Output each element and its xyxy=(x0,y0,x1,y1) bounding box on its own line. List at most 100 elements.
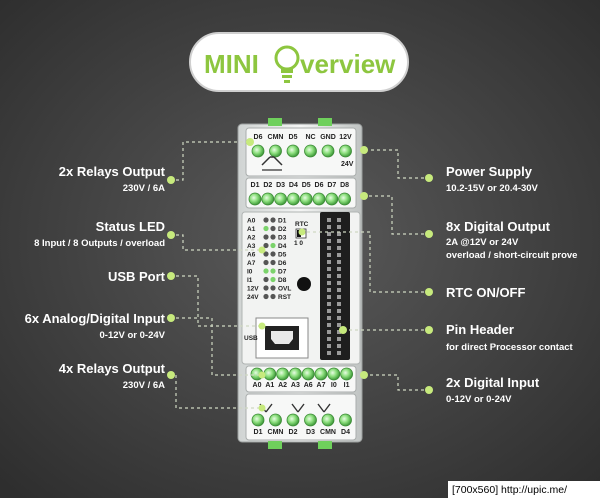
led-right-label: D8 xyxy=(278,277,287,284)
input-terminal-screw[interactable] xyxy=(263,367,277,381)
pin xyxy=(327,267,331,271)
output-terminal-label: D5 xyxy=(302,182,311,189)
pin xyxy=(327,274,331,278)
callout-power-title: Power Supply xyxy=(446,164,533,179)
status-led xyxy=(263,242,269,249)
input-terminal-screw[interactable] xyxy=(276,367,290,381)
led-left-label: A7 xyxy=(247,260,256,267)
bottom-terminal-screw[interactable] xyxy=(339,413,352,427)
pin xyxy=(327,218,331,222)
leader-usb xyxy=(170,275,262,327)
bottom-terminal-screw[interactable] xyxy=(251,413,265,427)
led-left-label: 24V xyxy=(247,294,259,301)
status-led xyxy=(270,242,276,249)
pin xyxy=(337,288,341,292)
leader-rtc xyxy=(302,231,430,293)
callout-usb-title: USB Port xyxy=(108,269,166,284)
callout-rtc-title: RTC ON/OFF xyxy=(446,285,525,300)
output-terminal-screw[interactable] xyxy=(286,192,300,206)
led-right-label: D1 xyxy=(278,218,287,225)
input-terminal-label: A0 xyxy=(253,382,262,389)
bottom-terminal-screw[interactable] xyxy=(304,413,317,427)
output-terminal-screw[interactable] xyxy=(248,192,262,206)
status-led xyxy=(270,293,276,300)
callout-power-sub: 10.2-15V or 20.4-30V xyxy=(446,183,539,194)
output-terminal-screw[interactable] xyxy=(299,192,313,206)
bottom-terminal-screw[interactable] xyxy=(269,413,282,427)
bottom-terminal-screw[interactable] xyxy=(321,413,335,427)
pin-header xyxy=(320,212,350,360)
callout-relays-bottom-title: 4x Relays Output xyxy=(59,361,166,376)
pin xyxy=(337,330,341,334)
bottom-terminal-label: CMN xyxy=(268,429,284,436)
top-terminal-screw[interactable] xyxy=(321,144,335,158)
led-right-label: OVL xyxy=(278,286,291,293)
bottom-terminal-screw[interactable] xyxy=(286,413,300,427)
rtc-position-label: 1 0 xyxy=(294,240,303,247)
pin xyxy=(327,253,331,257)
pin xyxy=(337,316,341,320)
top-terminal-screw[interactable] xyxy=(339,144,352,158)
led-right-label: D5 xyxy=(278,252,287,259)
pin xyxy=(327,246,331,250)
output-terminal-screw[interactable] xyxy=(312,192,326,206)
top-terminal-label: CMN xyxy=(268,134,284,141)
pin xyxy=(337,225,341,229)
pin xyxy=(337,344,341,348)
output-terminal-label: D3 xyxy=(276,182,285,189)
pin xyxy=(337,302,341,306)
output-terminal-screw[interactable] xyxy=(274,192,288,206)
status-led xyxy=(270,259,276,266)
pin xyxy=(337,323,341,327)
input-terminal-screw[interactable] xyxy=(288,367,302,381)
pin xyxy=(327,316,331,320)
leader-digital-output xyxy=(364,195,430,235)
leader-dots xyxy=(167,138,433,412)
callout-relays-top-title: 2x Relays Output xyxy=(59,164,166,179)
leader-status-led xyxy=(170,234,262,251)
output-terminal-label: D6 xyxy=(315,182,324,189)
callout-analog-title: 6x Analog/Digital Input xyxy=(25,311,166,326)
output-terminal-screw[interactable] xyxy=(338,192,352,206)
callout-digital-output-sub2: overload / short-circuit prove xyxy=(446,250,577,261)
input-terminal-screw[interactable] xyxy=(301,367,315,381)
led-left-label: A0 xyxy=(247,218,256,225)
pin xyxy=(337,232,341,236)
pin xyxy=(327,330,331,334)
callout-analog-sub: 0-12V or 0-24V xyxy=(100,330,166,341)
pin xyxy=(337,309,341,313)
input-terminal-screw[interactable] xyxy=(340,367,354,381)
input-terminal-screw[interactable] xyxy=(314,367,328,381)
status-led xyxy=(263,234,269,240)
output-terminal-screw[interactable] xyxy=(261,192,275,206)
led-right-label: D2 xyxy=(278,226,287,233)
top-terminal-screw[interactable] xyxy=(251,144,265,158)
leader-analog xyxy=(170,317,262,376)
top-terminal-label: NC xyxy=(305,134,315,141)
top-terminal-screw[interactable] xyxy=(304,144,317,158)
usb-label: USB xyxy=(244,335,258,342)
din-clip-bottom xyxy=(268,441,282,449)
pin xyxy=(337,274,341,278)
led-left-label: A3 xyxy=(247,243,256,250)
pin xyxy=(337,218,341,222)
pin xyxy=(327,344,331,348)
pin xyxy=(327,295,331,299)
led-left-label: A1 xyxy=(247,226,256,233)
input-terminal-screw[interactable] xyxy=(327,367,341,381)
title-part1: MINI xyxy=(204,49,259,79)
top-terminal-screw[interactable] xyxy=(269,144,282,158)
pin xyxy=(327,232,331,236)
status-led xyxy=(263,217,269,223)
status-led xyxy=(263,293,269,300)
title-banner: MINI verview xyxy=(189,32,409,92)
output-terminal-screw[interactable] xyxy=(325,192,339,206)
reset-button[interactable] xyxy=(297,277,311,291)
status-led xyxy=(263,268,269,274)
top-terminal-label: GND xyxy=(320,134,336,141)
top-terminal-screw[interactable] xyxy=(286,144,300,158)
pin xyxy=(337,239,341,243)
status-led xyxy=(263,251,269,257)
